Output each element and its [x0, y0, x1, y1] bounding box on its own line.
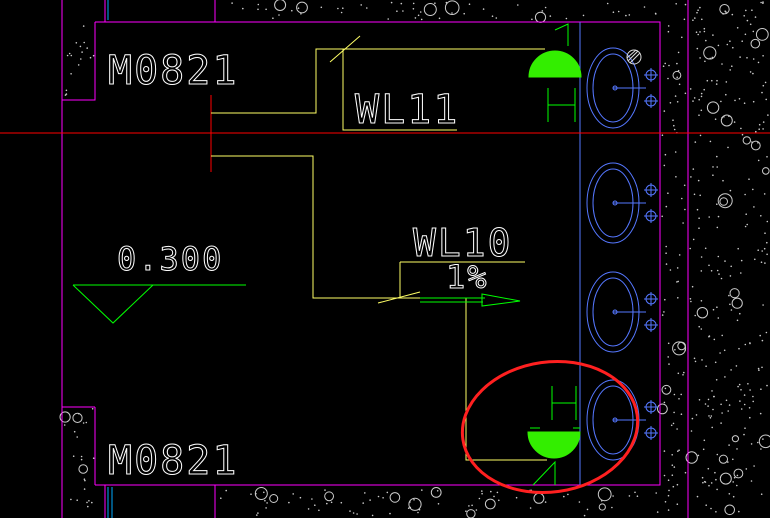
floor-drain-top: [528, 50, 582, 78]
door-label-bottom: M0821: [108, 438, 238, 484]
door-label-top: M0821: [108, 48, 238, 94]
basin-3: [586, 271, 658, 353]
pipe-label-wl10: WL10: [413, 221, 513, 265]
vent-symbol: [626, 49, 642, 65]
floor-drain-bottom: [527, 431, 581, 459]
highlight-circle: [460, 359, 640, 495]
crosshair: [0, 95, 770, 172]
pipe-label-wl11: WL11: [355, 87, 459, 133]
drain-pipes: [211, 35, 547, 461]
basin-2: [586, 162, 658, 244]
wall-lines: [61, 0, 689, 518]
wall-inner-lines: [107, 0, 113, 518]
slope-label: 1%: [446, 258, 489, 296]
basin-1: [586, 47, 658, 129]
wash-basins: [586, 47, 658, 461]
annotation-lines: [72, 23, 580, 486]
concrete-hatch: [59, 0, 770, 518]
elevation-label: 0.300: [117, 240, 223, 278]
